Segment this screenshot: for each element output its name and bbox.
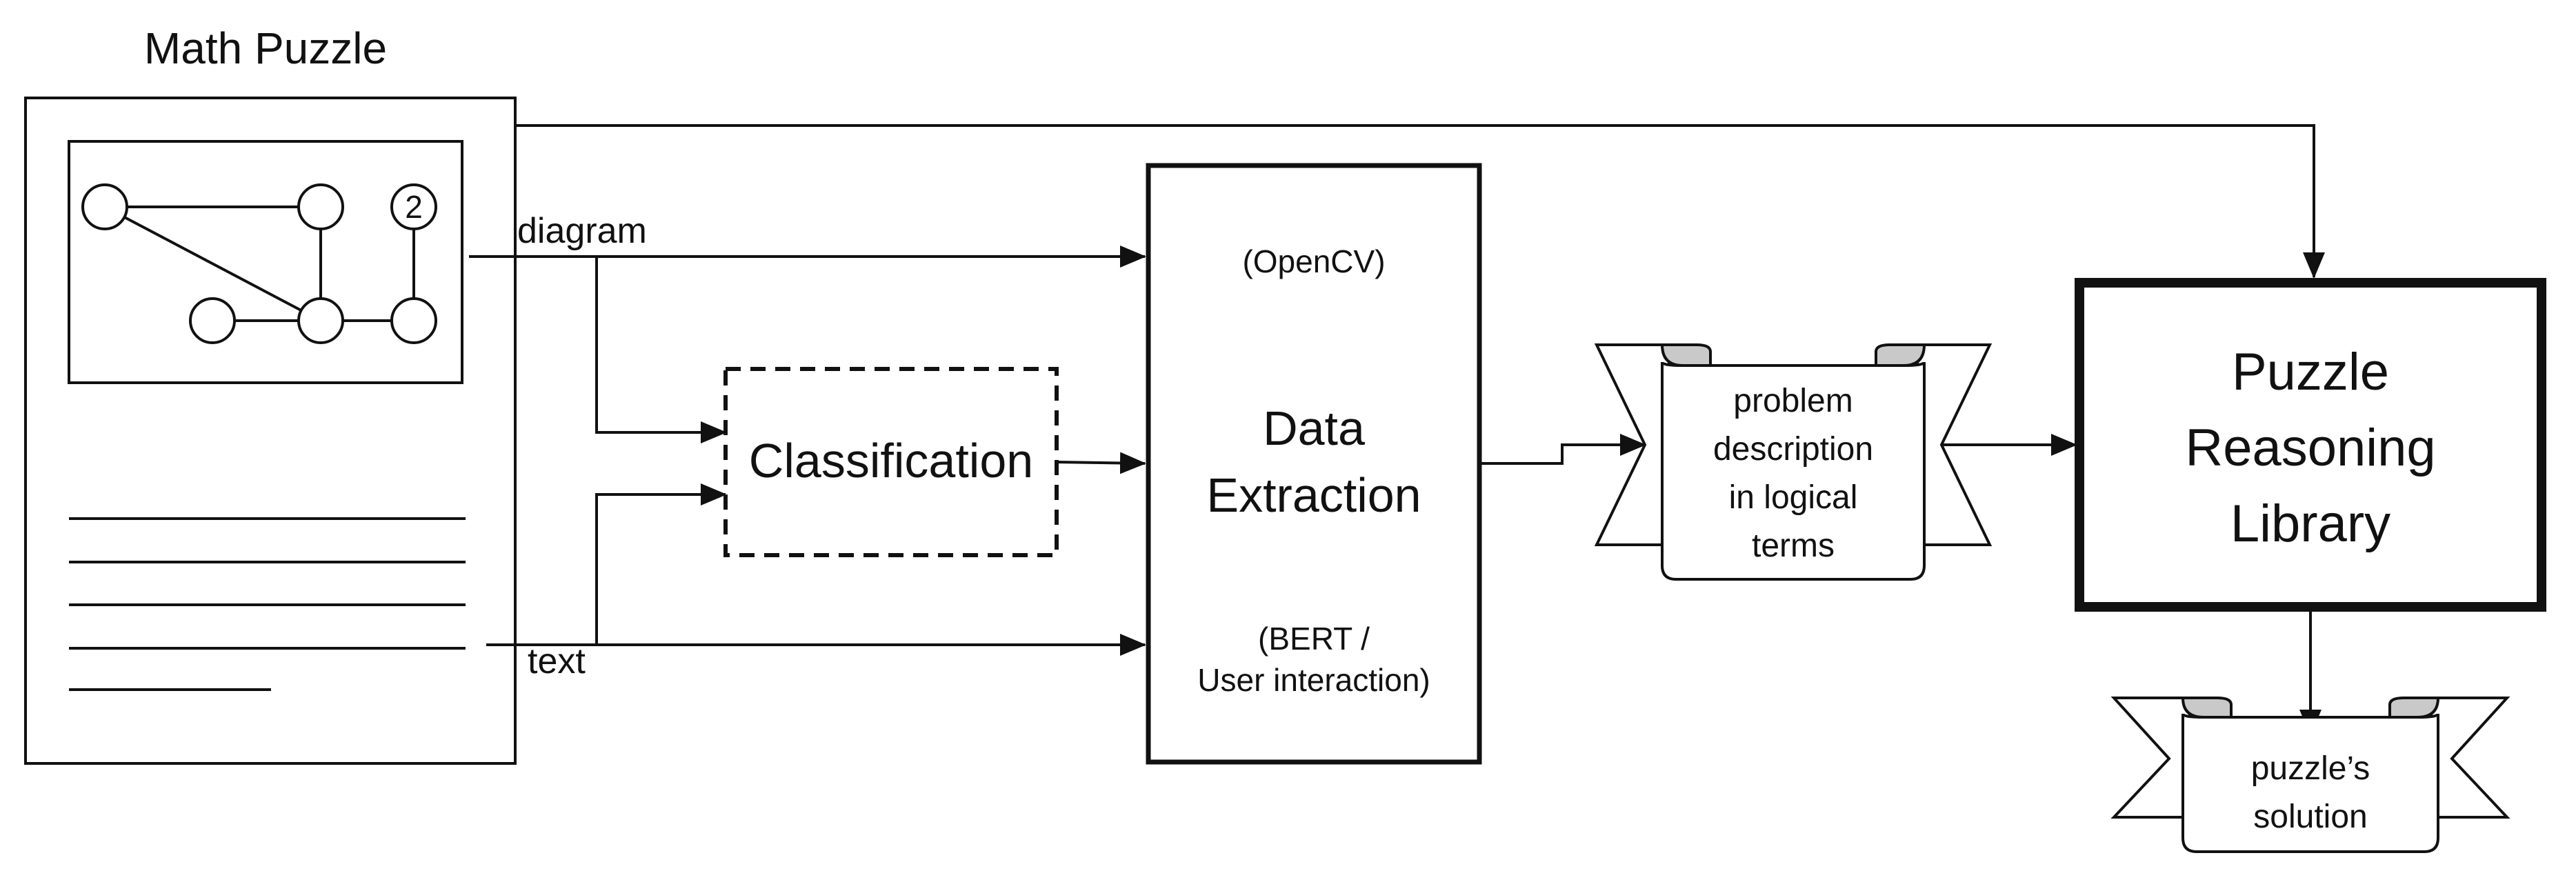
graph-node: [390, 297, 437, 344]
page-title: Math Puzzle: [144, 23, 387, 73]
diagram-to-classification-arrow: [595, 257, 727, 443]
graph-node: [189, 297, 236, 344]
solution-banner: puzzle’s solution: [2110, 697, 2510, 853]
library-title-line-2: Reasoning: [2185, 419, 2435, 477]
text-lines: [69, 517, 466, 691]
classification-label: Classification: [749, 434, 1033, 488]
extraction-to-description-arrow: [1479, 434, 1646, 465]
graph-node-numbered: [390, 183, 437, 230]
data-extraction-bottom-line-1: (BERT /: [1258, 621, 1370, 657]
graph-node: [297, 297, 344, 344]
data-extraction-top-label: (OpenCV): [1242, 243, 1385, 279]
graph-nodes: [81, 183, 437, 344]
solution-line-2: solution: [2253, 799, 2367, 835]
description-line-2: description: [1713, 431, 1873, 468]
graph-node: [297, 183, 344, 230]
document-to-library-arrow: [515, 124, 2325, 279]
data-extraction-bottom-line-2: User interaction): [1197, 662, 1430, 698]
classification-to-extraction-arrow: [1056, 452, 1146, 474]
data-extraction-title-line-2: Extraction: [1206, 468, 1421, 522]
description-line-1: problem: [1733, 383, 1853, 419]
library-title-line-1: Puzzle: [2232, 343, 2389, 401]
library-title-line-3: Library: [2230, 494, 2390, 553]
text-to-classification-arrow: [595, 483, 727, 645]
math-puzzle-document: 2: [24, 97, 517, 765]
text-label: text: [528, 641, 586, 681]
graph-diagram-box: [68, 140, 463, 384]
classification-box: [723, 367, 1059, 557]
graph-node: [81, 183, 128, 230]
diagram-label: diagram: [517, 211, 647, 251]
data-extraction-box: [1146, 163, 1482, 765]
problem-description-banner: problem description in logical terms: [1594, 343, 1993, 581]
description-line-3: in logical: [1729, 479, 1858, 516]
solution-line-1: puzzle’s: [2251, 750, 2370, 787]
description-line-4: terms: [1752, 528, 1835, 564]
puzzle-reasoning-library-box: [2075, 278, 2546, 612]
graph-node-badge: 2: [405, 189, 423, 225]
data-extraction-title-line-1: Data: [1263, 401, 1365, 455]
